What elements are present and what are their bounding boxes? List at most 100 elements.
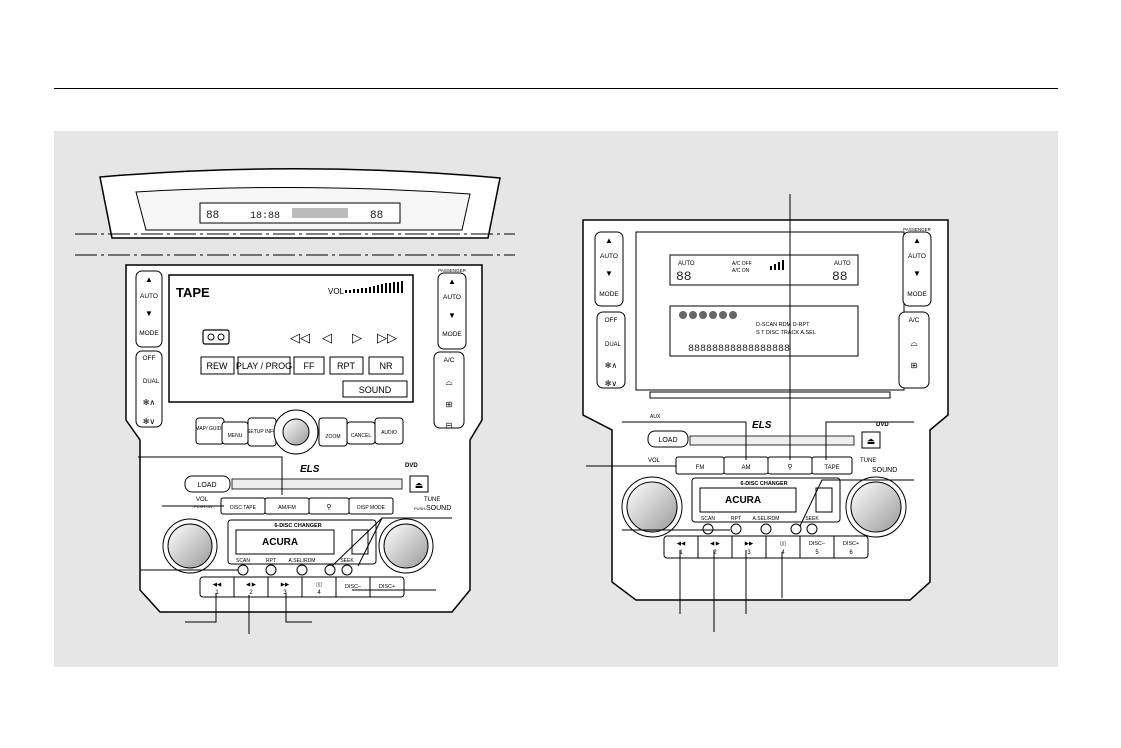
r-seek-up-button[interactable] bbox=[806, 523, 818, 535]
r-eject-button[interactable] bbox=[861, 431, 881, 449]
seek-up-button[interactable] bbox=[341, 564, 353, 576]
svg-text:CANCEL: CANCEL bbox=[351, 433, 372, 439]
preset-2-icon[interactable]: ◀ ▶ bbox=[246, 582, 257, 588]
tape-button[interactable] bbox=[811, 456, 853, 475]
left-top-clock: 18:88 bbox=[250, 211, 280, 222]
r-disc-down-button[interactable]: DISC– bbox=[809, 541, 826, 547]
disc-down-button[interactable]: DISC– bbox=[345, 584, 362, 590]
recirc-icon[interactable]: ⌓ bbox=[445, 377, 452, 387]
fan-up-icon[interactable]: ✻∧ bbox=[143, 398, 156, 407]
fan-down-icon[interactable]: ✻∨ bbox=[143, 417, 156, 426]
load-button[interactable] bbox=[184, 475, 231, 493]
left-preset-row: ◀◀ 1 ◀ ▶ 2 ▶▶ 3 ▯▯ 4 DISC– DISC+ bbox=[199, 576, 405, 598]
svg-text:FF: FF bbox=[304, 361, 315, 371]
preset-3-icon[interactable]: ▶▶ bbox=[281, 582, 290, 588]
svg-text:SEEK: SEEK bbox=[805, 516, 819, 522]
temp-down-icon[interactable]: ▼ bbox=[145, 309, 153, 318]
r-right-mode-button[interactable]: MODE bbox=[907, 291, 927, 298]
tune-sub-label: PUSH: bbox=[414, 506, 426, 511]
r-eject-icon: ⏏ bbox=[867, 436, 876, 446]
r-scan-button[interactable] bbox=[702, 523, 714, 535]
vol-label: VOL bbox=[196, 497, 209, 503]
r-cd-slot[interactable] bbox=[689, 435, 855, 446]
rear-defrost-icon[interactable]: ⊟ bbox=[446, 421, 453, 430]
left-auto-button[interactable]: AUTO bbox=[140, 293, 158, 300]
eject-button[interactable] bbox=[409, 475, 429, 493]
right-auto-button[interactable]: AUTO bbox=[443, 294, 461, 301]
r-defrost-icon[interactable]: ⊞ bbox=[911, 361, 918, 370]
r-dual-button[interactable]: DUAL bbox=[605, 342, 622, 348]
cd-slot[interactable] bbox=[231, 478, 403, 490]
r-load-label: LOAD bbox=[658, 437, 677, 444]
temp-up-icon[interactable]: ▲ bbox=[145, 275, 153, 284]
svg-text:RPT: RPT bbox=[266, 558, 276, 564]
r-recirc-icon[interactable]: ⌓ bbox=[910, 338, 917, 348]
softkey-sound[interactable] bbox=[342, 380, 408, 398]
r-pass-temp-down-icon[interactable]: ▼ bbox=[913, 269, 921, 278]
r-load-button[interactable] bbox=[647, 430, 689, 448]
preset-4-icon[interactable]: ▯▯ bbox=[316, 582, 322, 588]
audio-button[interactable] bbox=[374, 417, 404, 445]
softkey-nr[interactable] bbox=[368, 356, 404, 375]
r-preset-4-icon[interactable]: ▯▯ bbox=[780, 541, 786, 547]
r-right-auto-button[interactable]: AUTO bbox=[908, 253, 926, 260]
r-off-button[interactable]: OFF bbox=[605, 317, 618, 324]
softkey-rew[interactable] bbox=[200, 356, 235, 375]
zoom-button[interactable] bbox=[318, 417, 348, 447]
left-mode-button[interactable]: MODE bbox=[139, 330, 159, 337]
r-asel-rdm-button[interactable] bbox=[760, 523, 772, 535]
r-seek-down-button[interactable] bbox=[790, 523, 802, 535]
dual-button[interactable]: DUAL bbox=[143, 379, 160, 385]
r-preset-2-icon[interactable]: ◀ ▶ bbox=[710, 541, 721, 547]
off-button[interactable]: OFF bbox=[143, 355, 156, 362]
climate-display-auto-left: AUTO bbox=[678, 261, 695, 267]
sound-label: SOUND bbox=[426, 505, 451, 512]
r-disc-up-button[interactable]: DISC+ bbox=[843, 541, 859, 547]
disc-up-button[interactable]: DISC+ bbox=[379, 584, 395, 590]
right-audio-buttons: FM AM ⚲ TAPE bbox=[675, 456, 853, 475]
r-disc-number-window bbox=[815, 487, 833, 513]
screen-vol-label: VOL bbox=[328, 287, 345, 296]
r-temp-down-icon[interactable]: ▼ bbox=[605, 269, 613, 278]
asel-rdm-button[interactable] bbox=[296, 564, 308, 576]
svg-text:AUDIO: AUDIO bbox=[381, 430, 397, 436]
r-temp-up-icon[interactable]: ▲ bbox=[605, 236, 613, 245]
right-mode-button[interactable]: MODE bbox=[442, 331, 462, 338]
r-rpt-button[interactable] bbox=[730, 523, 742, 535]
right-unit: AUTO 88 A/C OFF A/C ON AUTO 88 D-SCAN RD… bbox=[582, 194, 949, 632]
pass-temp-down-icon[interactable]: ▼ bbox=[448, 311, 456, 320]
r-left-mode-button[interactable]: MODE bbox=[599, 291, 619, 298]
preset-1-icon[interactable]: ◀◀ bbox=[213, 582, 222, 588]
r-fan-down-icon[interactable]: ✻∨ bbox=[605, 379, 618, 388]
svg-text:SOUND: SOUND bbox=[359, 385, 392, 395]
rewind-icon: ◁◁ bbox=[290, 330, 310, 345]
r-fan-up-icon[interactable]: ✻∧ bbox=[605, 361, 618, 370]
svg-text:TAPE: TAPE bbox=[824, 465, 839, 471]
r-preset-1-icon[interactable]: ◀◀ bbox=[677, 541, 686, 547]
softkey-ff[interactable] bbox=[293, 356, 325, 375]
rpt-button[interactable] bbox=[265, 564, 277, 576]
r-preset-1-num: 1 bbox=[679, 550, 683, 556]
left-unit: 88 18:88 88 TAPE VOL ◁◁ ◁ ▷ ▷▷ bbox=[75, 167, 515, 634]
r-ac-button[interactable]: A/C bbox=[909, 317, 920, 324]
pass-temp-up-icon[interactable]: ▲ bbox=[448, 277, 456, 286]
right-callout-lines bbox=[586, 194, 914, 632]
scan-button[interactable] bbox=[237, 564, 249, 576]
r-preset-3-icon[interactable]: ▶▶ bbox=[745, 541, 754, 547]
svg-text:REW: REW bbox=[207, 361, 229, 371]
r-left-auto-button[interactable]: AUTO bbox=[600, 253, 618, 260]
preset-2-num: 2 bbox=[249, 590, 253, 596]
r-pass-temp-up-icon[interactable]: ▲ bbox=[913, 236, 921, 245]
softkey-rpt[interactable] bbox=[329, 356, 364, 375]
svg-text:PLAY / PROG: PLAY / PROG bbox=[236, 361, 292, 371]
svg-text:RPT: RPT bbox=[337, 361, 356, 371]
seek-down-button[interactable] bbox=[324, 564, 336, 576]
disp-mode-button[interactable] bbox=[348, 497, 394, 515]
defrost-icon[interactable]: ⊞ bbox=[446, 400, 453, 409]
ac-button[interactable]: A/C bbox=[444, 357, 455, 364]
preset-4-num: 4 bbox=[317, 590, 321, 596]
fast-forward-icon: ▷▷ bbox=[377, 330, 397, 345]
preset-3-num: 3 bbox=[283, 590, 287, 596]
softkey-play-prog[interactable] bbox=[237, 356, 291, 375]
